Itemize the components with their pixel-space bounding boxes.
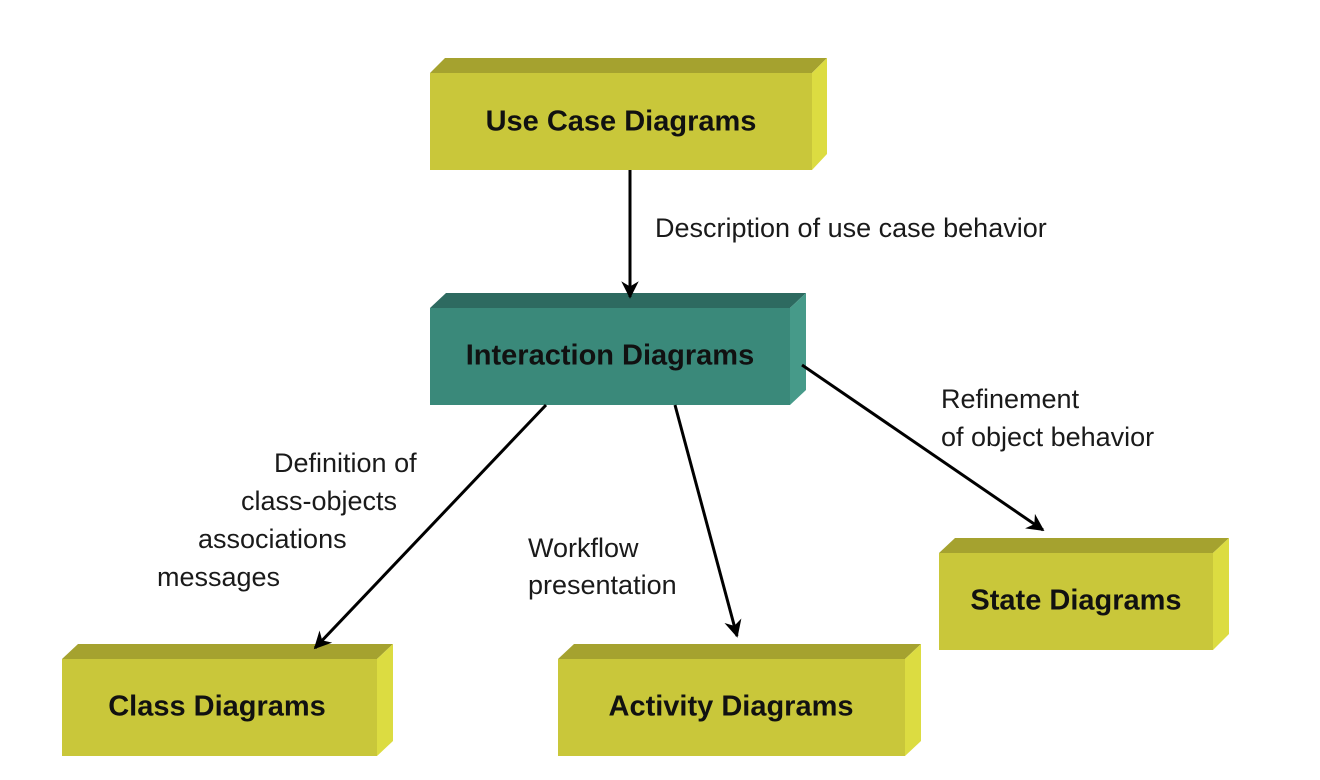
node-class-side: [377, 644, 393, 756]
node-interaction-label: Interaction Diagrams: [466, 340, 754, 372]
node-state-label: State Diagrams: [970, 585, 1181, 617]
arrow-interaction-to-state: [801, 363, 1045, 532]
node-state: State Diagrams: [939, 538, 1229, 650]
node-activity-side: [905, 644, 921, 756]
node-class-front: [62, 659, 377, 756]
edge-label-line: Description of use case behavior: [655, 213, 1047, 243]
edge-label-line: presentation: [528, 570, 677, 600]
node-interaction: Interaction Diagrams: [430, 293, 806, 405]
node-state-side: [1213, 538, 1229, 650]
node-class-label: Class Diagrams: [108, 691, 326, 723]
node-activity-label: Activity Diagrams: [609, 691, 854, 723]
node-interaction-top: [430, 293, 806, 308]
node-class-top: [62, 644, 393, 659]
edge-label-workflow: Workflow presentation: [528, 533, 677, 600]
edge-label-line: Workflow: [528, 533, 639, 563]
edge-label-line: Refinement: [941, 384, 1080, 414]
node-interaction-front: [430, 308, 790, 405]
node-interaction-side: [790, 293, 806, 405]
arrow-interaction-to-class: [313, 403, 548, 650]
node-activity-front: [558, 659, 905, 756]
arrow-interaction-to-activity: [673, 404, 742, 638]
edge-label-refinement: Refinement of object behavior: [941, 384, 1154, 452]
node-use-case: Use Case Diagrams: [430, 58, 827, 170]
edge-label-line: of object behavior: [941, 422, 1154, 452]
edge-label-line: messages: [157, 562, 280, 592]
node-use-case-side: [812, 58, 827, 170]
edge-label-use-case-behavior: Description of use case behavior: [655, 213, 1047, 243]
node-use-case-top: [430, 58, 827, 73]
edge-label-line: Definition of: [274, 448, 417, 478]
node-state-front: [939, 553, 1213, 650]
node-activity-top: [558, 644, 921, 659]
edge-label-line: associations: [198, 524, 347, 554]
node-use-case-label: Use Case Diagrams: [486, 106, 757, 138]
node-state-top: [939, 538, 1229, 553]
edge-label-class-objects: Definition of class-objects associations…: [157, 448, 417, 592]
node-class: Class Diagrams: [62, 644, 393, 756]
edge-label-line: class-objects: [241, 486, 397, 516]
node-activity: Activity Diagrams: [558, 644, 921, 756]
node-use-case-front: [430, 73, 812, 170]
